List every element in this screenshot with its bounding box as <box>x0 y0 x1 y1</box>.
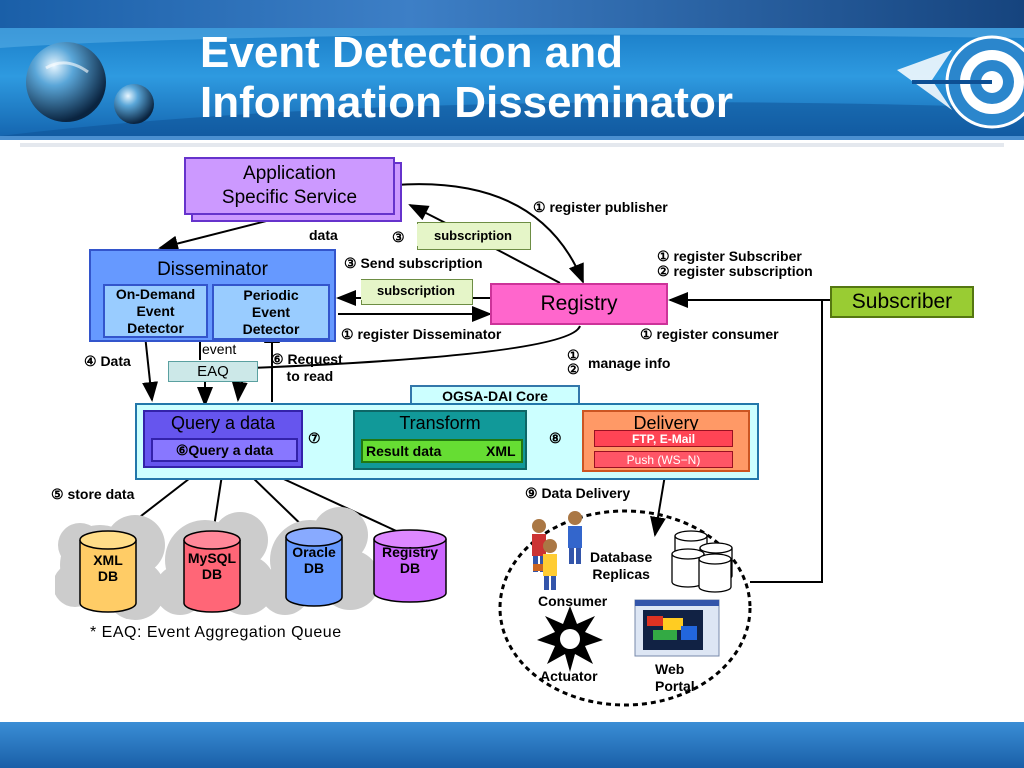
oracle-db-label: Oracle DB <box>292 544 336 576</box>
result-data-box <box>361 439 523 463</box>
delivery-label: Delivery <box>633 413 699 433</box>
content-top-border <box>20 143 1004 147</box>
consumer-group <box>498 509 752 707</box>
register-disseminator-label: ① register Disseminator <box>341 326 502 342</box>
registry-box: Registry <box>490 283 668 325</box>
on-demand-event-detector-box: On-Demand Event Detector <box>103 284 208 338</box>
xml-db-label: XML DB <box>93 552 123 584</box>
manage-info-circle-1: ① <box>567 347 580 363</box>
subscriber-box: Subscriber <box>830 286 974 318</box>
data-4-label: ④ Data <box>84 353 131 369</box>
event-label: event <box>202 341 237 357</box>
title-line-1: Event Detection and <box>200 28 623 77</box>
push-wsn-box: Push (WS−N) <box>594 451 733 468</box>
header-underline <box>0 136 1024 140</box>
register-publisher-label: ① register publisher <box>533 199 668 215</box>
application-specific-service-box: Application Specific Service <box>184 157 395 215</box>
ogsa-dai-core-label: OGSA-DAI Core <box>410 385 580 407</box>
slide-title: Event Detection and Information Dissemin… <box>200 28 860 128</box>
mysql-db-label: MySQL DB <box>187 550 237 582</box>
xml-label: XML <box>486 443 516 459</box>
manage-info-circle-2: ② <box>567 361 580 377</box>
consumer-label: Consumer <box>538 593 608 609</box>
registry-db-icon <box>373 529 447 603</box>
send-subscription-label: ③ Send subscription <box>344 255 483 271</box>
target-arrow-icon <box>897 35 1024 129</box>
xml-db-icon <box>79 530 137 613</box>
manage-info-label: manage info <box>588 355 671 371</box>
store-data-label: ⑤ store data <box>51 486 135 502</box>
web-portal-label: Web Portal <box>655 661 695 694</box>
slide-footer <box>0 722 1024 768</box>
eaq-box: EAQ <box>168 361 258 382</box>
mysql-db-icon <box>183 530 241 613</box>
actuator-icon <box>537 606 603 672</box>
query-data-label: Query a data <box>170 413 276 433</box>
disseminator-label: Disseminator <box>157 259 268 280</box>
eaq-footnote: * EAQ: Event Aggregation Queue <box>90 624 342 641</box>
subscription-note-2: subscription <box>361 280 471 300</box>
oracle-db-icon <box>285 527 343 607</box>
top-band <box>0 0 1024 28</box>
register-subscription-label: ② register subscription <box>657 263 813 279</box>
query-data-inner-box: ⑥Query a data <box>151 438 298 462</box>
title-line-2: Information Disseminator <box>200 78 733 127</box>
web-portal-icon <box>634 599 720 657</box>
request-to-read-label: ⑥ Request to read <box>271 351 343 384</box>
database-replicas-label: Database Replicas <box>590 549 653 582</box>
subscription-note-1: subscription <box>417 224 529 246</box>
registry-db-label: Registry DB <box>381 544 439 576</box>
globe-icon <box>26 42 154 124</box>
periodic-event-detector-box: Periodic Event Detector <box>212 284 330 340</box>
ftp-email-box: FTP, E-Mail <box>594 430 733 447</box>
transform-label: Transform <box>399 413 481 433</box>
data-label: data <box>309 227 338 243</box>
circle-7-label: ⑦ <box>308 430 321 446</box>
register-consumer-label: ① register consumer <box>640 326 779 342</box>
result-data-label: Result data <box>366 443 442 459</box>
database-replicas-icon <box>671 530 733 593</box>
header-decor <box>0 28 1024 136</box>
actuator-label: Actuator <box>540 668 598 684</box>
person-icon <box>532 511 582 590</box>
database-cylinders <box>79 527 447 613</box>
circle-3-label: ③ <box>392 229 405 245</box>
slide-header <box>0 28 1024 136</box>
data-delivery-label: ⑨ Data Delivery <box>525 485 631 501</box>
register-subscriber-label: ① register Subscriber <box>657 248 802 264</box>
circle-8-label: ⑧ <box>549 430 562 446</box>
